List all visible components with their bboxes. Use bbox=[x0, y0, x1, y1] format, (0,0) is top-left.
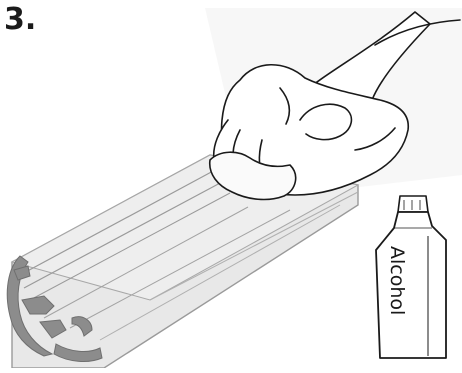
bottle-cap bbox=[398, 196, 428, 212]
bottle-label: Alcohol bbox=[386, 246, 408, 315]
step-number: 3. bbox=[4, 2, 36, 38]
alcohol-bottle-icon: Alcohol bbox=[376, 196, 446, 358]
